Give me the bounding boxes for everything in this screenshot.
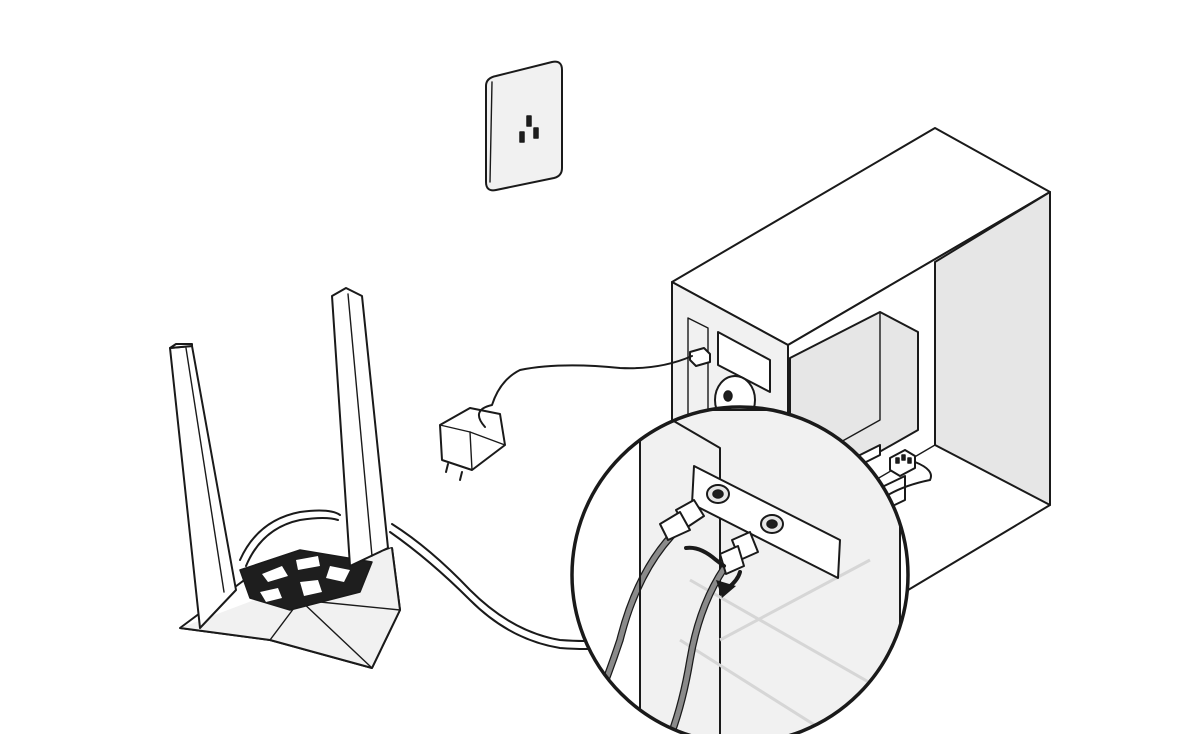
connector-bottom — [760, 514, 784, 534]
antenna-connector-detail — [570, 405, 910, 734]
power-adapter — [439, 355, 693, 481]
base-top-pattern — [260, 556, 350, 602]
case-power-port — [689, 347, 711, 367]
card-usb-header — [879, 449, 932, 501]
antenna-left — [169, 343, 237, 629]
rotate-arrow-icon — [684, 545, 742, 598]
antenna-base — [169, 287, 601, 669]
connector-top — [706, 484, 730, 504]
antenna-right — [331, 287, 389, 567]
computer-case — [671, 127, 1051, 711]
wall-outlet — [485, 60, 563, 192]
outlet-socket-holes — [519, 115, 539, 143]
